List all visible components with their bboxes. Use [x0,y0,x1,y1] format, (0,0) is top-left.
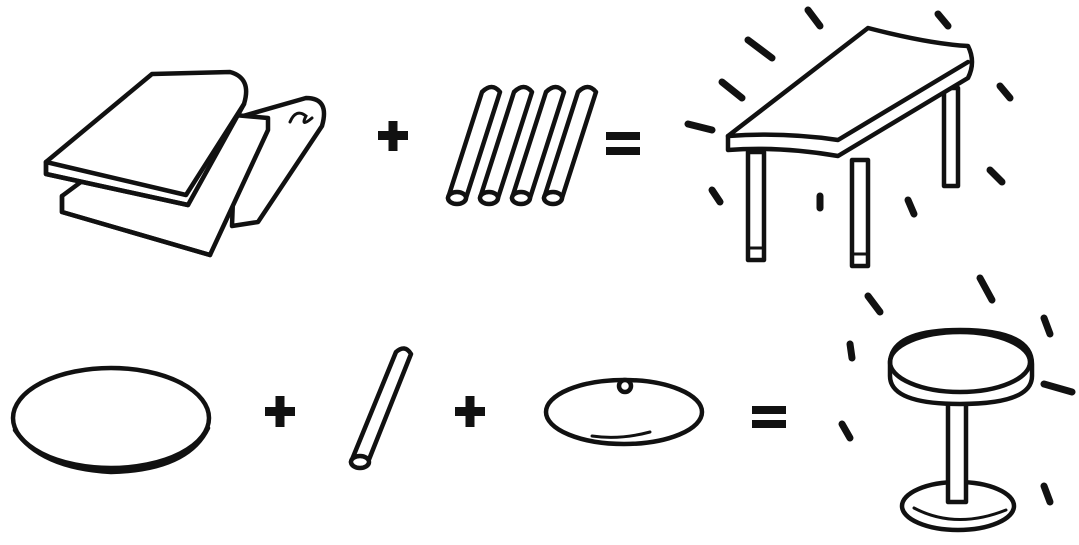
plus-sign-icon [455,396,485,427]
round-base-icon [546,380,702,444]
rectangular-table-icon [728,28,972,266]
four-rods-icon [448,87,596,204]
single-rod-icon [351,348,411,468]
plus-sign-icon [378,121,408,151]
round-top-icon [13,368,209,472]
plus-sign-icon [265,396,295,427]
folded-boards-icon [46,72,324,255]
equals-sign-icon [752,406,786,428]
round-pedestal-table-icon [890,330,1032,530]
equals-sign-icon [606,132,640,155]
